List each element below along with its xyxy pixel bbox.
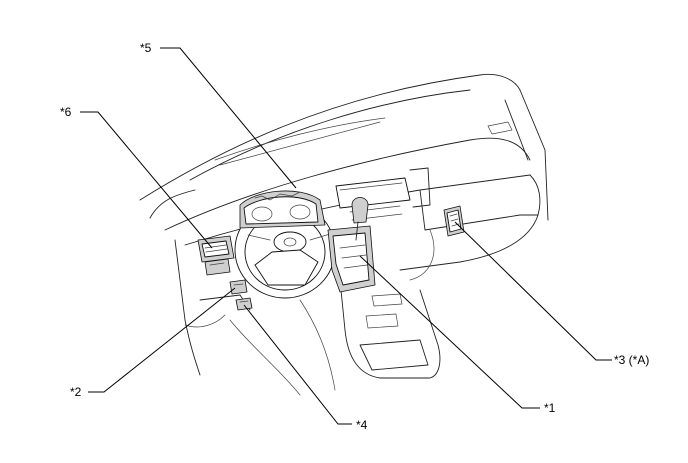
leader-line-5 [160, 47, 297, 189]
part-2 [229, 279, 248, 295]
leader-line-3 [454, 221, 612, 361]
callout-label-2: *2 [70, 385, 82, 399]
leader-lines [80, 47, 612, 425]
part-3-ecu [443, 205, 465, 237]
callout-label-4: *4 [356, 418, 368, 432]
part-4 [235, 297, 253, 311]
leader-line-6 [80, 111, 213, 249]
callout-label-1: *1 [544, 401, 556, 415]
left-switch-assembly [197, 235, 235, 276]
leader-line-2 [88, 287, 236, 393]
leader-line-1 [359, 255, 540, 409]
combination-meter [239, 190, 326, 229]
callout-label-3: *3 (*A) [614, 353, 649, 367]
callout-label-5: *5 [140, 41, 152, 55]
shift-lever-assembly [327, 197, 376, 293]
callout-label-6: *6 [60, 105, 72, 119]
leader-line-4 [243, 304, 352, 425]
